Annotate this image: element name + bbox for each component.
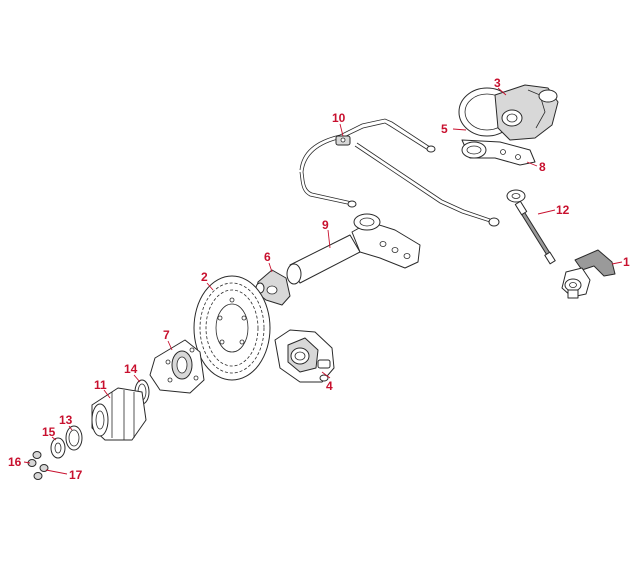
callout-2: 2: [201, 270, 208, 284]
callout-16: 16: [8, 455, 22, 469]
pedal-pad: [574, 249, 616, 277]
washer: [50, 437, 66, 459]
callout-10: 10: [332, 111, 346, 125]
callout-5: 5: [441, 122, 448, 136]
brake-pedal: [561, 249, 616, 299]
callout-leaders: [23, 87, 623, 475]
callout-17: 17: [69, 468, 83, 482]
brake-rod-assembly: [506, 189, 556, 265]
hose-fitting-left: [347, 200, 357, 208]
stub-axle: [286, 213, 421, 285]
brake-disc: [193, 275, 271, 381]
callout-4: 4: [326, 379, 333, 393]
callout-12: 12: [556, 203, 570, 217]
callout-9: 9: [322, 218, 329, 232]
wheel-hub: [149, 339, 205, 394]
brake-disc-center-hole: [215, 303, 249, 353]
brake-caliper: [274, 329, 335, 383]
callout-11: 11: [94, 378, 107, 392]
callout-3: 3: [494, 76, 501, 90]
callout-13: 13: [59, 413, 73, 427]
callout-14: 14: [124, 362, 138, 376]
callout-8: 8: [539, 160, 546, 174]
brake-hose-assembly: [299, 118, 500, 227]
wheel-carrier: [91, 387, 147, 441]
hose-fitting-right: [488, 217, 500, 227]
callout-15: 15: [42, 425, 56, 439]
upper-hub-assembly: [458, 84, 559, 166]
callout-6: 6: [264, 250, 271, 264]
wheel-nuts: [27, 451, 49, 480]
callout-labels: 1 2 3 4 5 6 7 8 9 10 11 12 13 14 15 16 1…: [8, 76, 630, 482]
callout-7: 7: [163, 328, 170, 342]
seal-ring: [65, 425, 83, 451]
hose-fitting-upper: [426, 145, 436, 153]
callout-1: 1: [623, 255, 630, 269]
